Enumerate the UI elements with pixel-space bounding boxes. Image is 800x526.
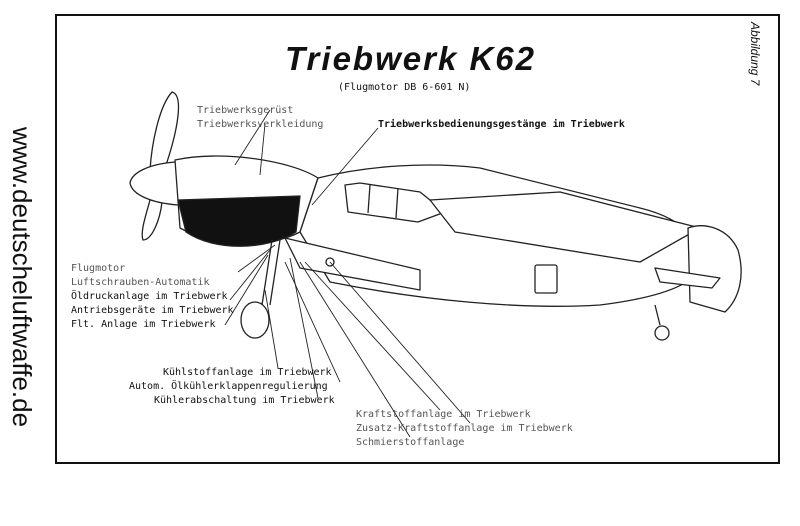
label-flugmotor: Flugmotor [71,263,126,274]
engine-block [177,195,301,247]
tailplane [654,267,721,289]
label-coolant: Kühlstoffanlage im Triebwerk [163,367,332,378]
label-controls-linkage: Triebwerksbedienungsgestänge im Triebwer… [378,119,625,130]
tail-wheel [654,325,670,341]
label-drive-units: Antriebsgeräte im Triebwerk [71,305,234,316]
propeller-blade-lower [141,199,163,241]
label-oil-pressure: Öldruckanlage im Triebwerk [71,291,228,302]
propeller-blade-upper [149,91,180,171]
label-lubricant: Schmierstoffanlage [356,437,465,448]
spinner [129,161,179,206]
label-flt-system: Flt. Anlage im Triebwerk [71,319,216,330]
label-fuel-system: Kraftstoffanlage im Triebwerk [356,409,531,420]
fuselage-panel [534,264,558,294]
label-radiator-cutoff: Kühlerabschaltung im Triebwerk [154,395,335,406]
bay-fitting [325,257,335,267]
label-aux-fuel: Zusatz-Kraftstoffanlage im Triebwerk [356,423,573,434]
label-prop-auto: Luftschrauben-Automatik [71,277,210,288]
drawing-title: Triebwerk K62 [285,40,537,77]
label-engine-cowling: Triebwerksverkleidung [197,119,324,130]
tail-wheel-strut [654,304,661,326]
drawing-frame [55,14,780,464]
drawing-subtitle: (Flugmotor DB 6-601 N) [338,82,471,93]
label-oil-cooler-flaps: Autom. Ölkühlerklappenregulierung [129,381,328,392]
label-engine-mount: Triebwerksgerüst [197,105,294,116]
wing [429,191,701,263]
tail-fin [687,225,742,313]
main-gear-wheel [240,301,270,339]
main-gear-leg [261,239,273,306]
fuselage-bay [284,237,421,291]
